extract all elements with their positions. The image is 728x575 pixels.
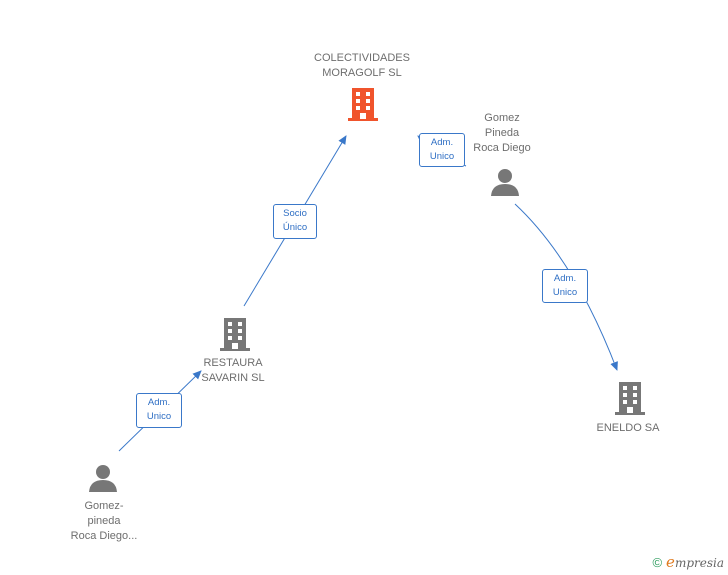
edge-label-line: Unico: [146, 411, 172, 422]
label-line: Pineda: [484, 127, 520, 139]
person-icon[interactable]: [88, 463, 118, 493]
node-label-colectividades: COLECTIVIDADES MORAGOLF SL: [302, 51, 422, 81]
label-line: Gomez-: [84, 500, 124, 512]
copyright-icon: ©: [652, 555, 663, 570]
label-line: pineda: [87, 515, 121, 527]
brand-logo: empresia: [666, 553, 724, 571]
footer-brand: ©empresia: [652, 553, 724, 571]
edge-label-adm-unico-bottom[interactable]: Adm. Unico: [136, 393, 182, 428]
label-line: SAVARIN SL: [201, 372, 265, 384]
edge-label-line: Socio: [283, 208, 307, 219]
edge-label-line: Adm.: [553, 273, 577, 284]
label-line: RESTAURA: [203, 357, 263, 369]
label-line: MORAGOLF SL: [322, 67, 402, 79]
label-line: Roca Diego: [473, 142, 531, 154]
building-icon[interactable]: [348, 86, 378, 122]
edge-label-line: Unico: [429, 151, 455, 162]
building-icon[interactable]: [615, 380, 645, 416]
edge-label-line: Único: [282, 222, 308, 233]
label-line: COLECTIVIDADES: [314, 52, 410, 64]
edge-label-adm-unico-right[interactable]: Adm. Unico: [542, 269, 588, 303]
edge-label-line: Adm.: [430, 137, 454, 148]
brand-initial: e: [666, 553, 675, 571]
person-icon[interactable]: [490, 167, 520, 197]
label-line: ENELDO SA: [596, 422, 660, 434]
edge-label-adm-unico-top[interactable]: Adm. Unico: [419, 133, 465, 167]
edge-label-line: Adm.: [147, 397, 171, 408]
node-label-eneldo: ENELDO SA: [588, 421, 668, 436]
edge-label-line: Unico: [552, 287, 578, 298]
node-label-restaura: RESTAURA SAVARIN SL: [183, 356, 283, 386]
node-label-gomez-pineda: Gomez Pineda Roca Diego: [462, 111, 542, 156]
building-icon[interactable]: [220, 316, 250, 352]
brand-rest: mpresia: [674, 556, 724, 570]
label-line: Gomez: [484, 112, 520, 124]
label-line: Roca Diego...: [70, 530, 138, 542]
node-label-gomez-pineda-2: Gomez- pineda Roca Diego...: [54, 499, 154, 544]
edge-label-socio-unico[interactable]: Socio Único: [273, 204, 317, 239]
